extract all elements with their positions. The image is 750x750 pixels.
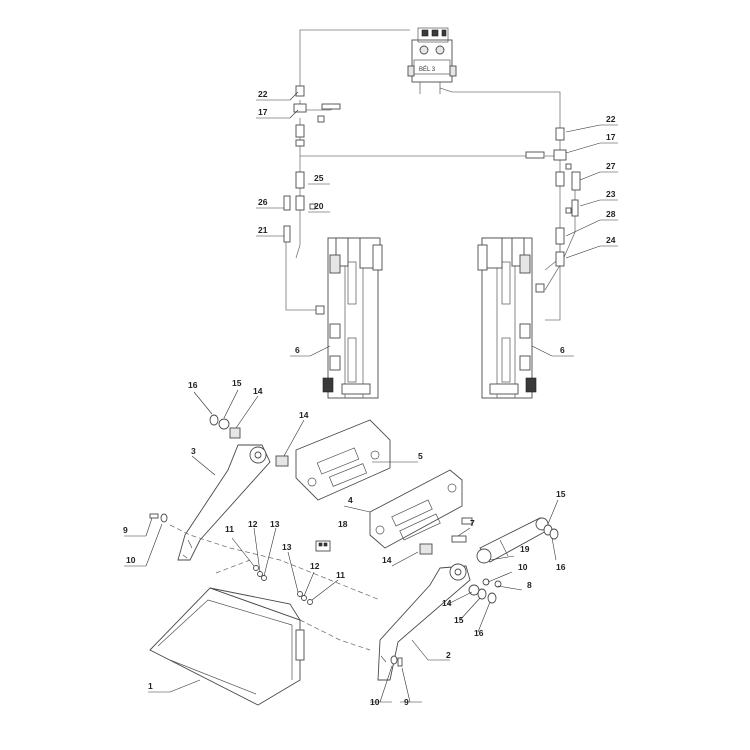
alignment-guides <box>169 524 381 651</box>
callout-16: 16 <box>188 380 198 390</box>
control-valve: BÉL 3 <box>407 27 457 94</box>
callout-10: 10 <box>518 562 528 572</box>
callout-15: 15 <box>232 378 242 388</box>
leader-lines <box>124 91 618 703</box>
loader-arm-right <box>377 563 471 681</box>
loader-bucket <box>149 587 305 706</box>
callout-9: 9 <box>404 697 409 707</box>
callout-20: 20 <box>314 201 324 211</box>
cylinder-assembly-left <box>315 237 383 399</box>
callout-22: 22 <box>258 89 268 99</box>
callout-labels: 22 17 22 17 25 26 20 21 27 23 28 24 6 6 … <box>123 89 616 707</box>
callout-14: 14 <box>442 598 452 608</box>
callout-3: 3 <box>191 446 196 456</box>
callout-17: 17 <box>606 132 616 142</box>
callout-16: 16 <box>474 628 484 638</box>
callout-4: 4 <box>348 495 353 505</box>
mounting-bracket-5 <box>295 419 391 501</box>
callout-19: 19 <box>520 544 530 554</box>
pin-set-right <box>419 517 559 604</box>
callout-28: 28 <box>606 209 616 219</box>
callout-12: 12 <box>248 519 258 529</box>
callout-18: 18 <box>338 519 348 529</box>
callout-5: 5 <box>418 451 423 461</box>
callout-13: 13 <box>270 519 280 529</box>
callout-1: 1 <box>148 681 153 691</box>
callout-27: 27 <box>606 161 616 171</box>
hose-fittings <box>283 85 581 267</box>
valve-tag: BÉL 3 <box>419 66 436 73</box>
callout-6: 6 <box>295 345 300 355</box>
lift-cylinder <box>476 517 549 564</box>
callout-6: 6 <box>560 345 565 355</box>
callout-11: 11 <box>336 570 345 580</box>
loader-arm-left <box>177 444 271 561</box>
hydraulic-block-18 <box>315 540 331 552</box>
callout-16: 16 <box>556 562 566 572</box>
callout-17: 17 <box>258 107 268 117</box>
callout-13: 13 <box>282 542 292 552</box>
callout-2: 2 <box>446 650 451 660</box>
pin-set-upper-left <box>209 414 289 467</box>
callout-10: 10 <box>126 555 136 565</box>
callout-14: 14 <box>253 386 263 396</box>
callout-12: 12 <box>310 561 320 571</box>
callout-26: 26 <box>258 197 268 207</box>
callout-8: 8 <box>527 580 532 590</box>
cylinder-assembly-right <box>477 237 545 399</box>
callout-24: 24 <box>606 235 616 245</box>
callout-14: 14 <box>299 410 309 420</box>
callout-7: 7 <box>470 518 475 528</box>
callout-14: 14 <box>382 555 392 565</box>
callout-10: 10 <box>370 697 380 707</box>
callout-25: 25 <box>314 173 324 183</box>
callout-21: 21 <box>258 225 268 235</box>
callout-22: 22 <box>606 114 616 124</box>
callout-23: 23 <box>606 189 616 199</box>
callout-15: 15 <box>454 615 464 625</box>
callout-15: 15 <box>556 489 566 499</box>
hydraulic-hose-lines: BÉL 3 <box>283 27 581 321</box>
callout-11: 11 <box>225 524 234 534</box>
mounting-bracket-4 <box>369 469 463 549</box>
callout-9: 9 <box>123 525 128 535</box>
